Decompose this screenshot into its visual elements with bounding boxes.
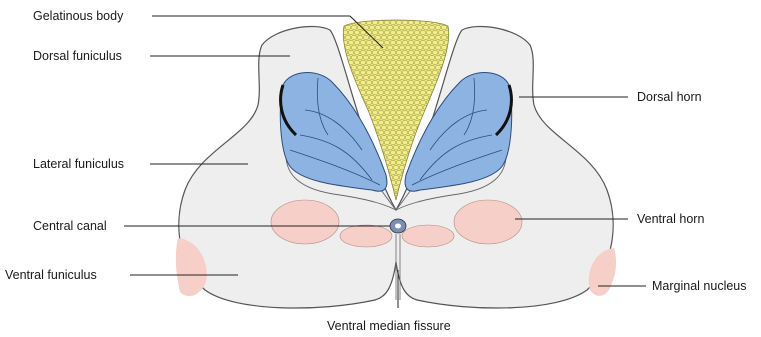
label-gelatinous-body: Gelatinous body bbox=[33, 9, 124, 23]
ventral-horn-right-medial bbox=[402, 225, 454, 247]
ventral-horn-left bbox=[271, 200, 339, 244]
label-ventral-funiculus: Ventral funiculus bbox=[5, 268, 97, 282]
label-central-canal: Central canal bbox=[33, 219, 107, 233]
ventral-horn-right bbox=[454, 200, 522, 244]
label-dorsal-funiculus: Dorsal funiculus bbox=[33, 49, 122, 63]
label-lateral-funiculus: Lateral funiculus bbox=[33, 157, 124, 171]
label-ventral-horn: Ventral horn bbox=[637, 212, 704, 226]
label-marginal-nucleus: Marginal nucleus bbox=[652, 279, 747, 293]
label-dorsal-horn: Dorsal horn bbox=[637, 90, 702, 104]
label-ventral-median-fissure: Ventral median fissure bbox=[327, 319, 451, 333]
ventral-horn-left-medial bbox=[340, 225, 392, 247]
